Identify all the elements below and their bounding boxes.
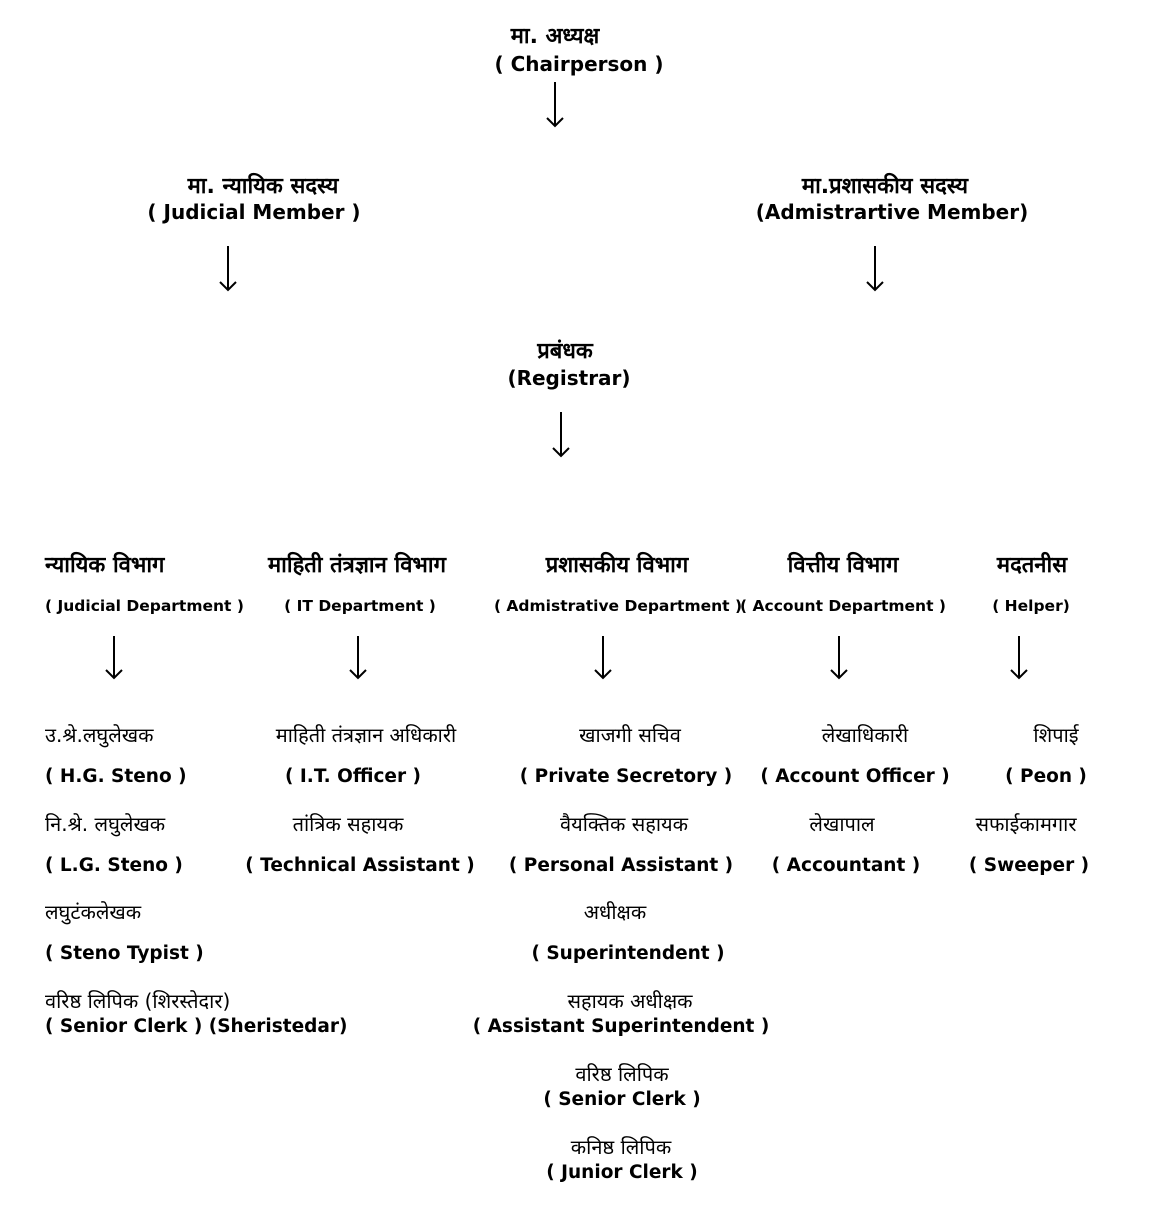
- arrow-down-icon: [219, 246, 237, 292]
- dept-helper-title-en: ( Helper): [992, 597, 1070, 615]
- role-hg-steno-en: ( H.G. Steno ): [45, 766, 187, 787]
- dept-it-title-mr: माहिती तंत्रज्ञान विभाग: [268, 553, 446, 578]
- role-superintendent-en: ( Superintendent ): [531, 943, 725, 964]
- role-account-officer-en: ( Account Officer ): [760, 766, 950, 787]
- role-sweeper-mr: सफाईकामगार: [975, 812, 1077, 836]
- dept-judicial-title-mr: न्यायिक विभाग: [45, 553, 165, 578]
- dept-admin-title-mr: प्रशासकीय विभाग: [545, 553, 689, 578]
- role-technical-assistant-en: ( Technical Assistant ): [245, 855, 475, 876]
- role-account-officer-mr: लेखाधिकारी: [821, 723, 909, 747]
- admin-member-title-mr: मा.प्रशासकीय सदस्य: [801, 174, 969, 199]
- admin-member-title-en: (Admistrartive Member): [755, 200, 1029, 224]
- role-personal-assistant-mr: वैयक्तिक सहायक: [559, 812, 689, 836]
- arrow-down-icon: [866, 246, 884, 292]
- role-it-officer-mr: माहिती तंत्रज्ञान अधिकारी: [275, 723, 457, 747]
- arrow-down-icon: [546, 82, 564, 128]
- role-junior-clerk-mr: कनिष्ठ लिपिक: [570, 1135, 672, 1159]
- role-lg-steno-mr: नि.श्रे. लघुलेखक: [45, 812, 166, 836]
- registrar-title-mr: प्रबंधक: [537, 339, 593, 364]
- arrow-down-icon: [552, 412, 570, 458]
- role-superintendent-mr: अधीक्षक: [583, 900, 647, 924]
- arrow-down-icon: [594, 636, 612, 680]
- role-accountant-en: ( Accountant ): [771, 855, 921, 876]
- dept-judicial-title-en: ( Judicial Department ): [45, 597, 244, 615]
- role-steno-typist-mr: लघुटंकलेखक: [45, 900, 142, 924]
- role-lg-steno-en: ( L.G. Steno ): [45, 855, 183, 876]
- role-senior-clerk-mr: वरिष्ठ लिपिक: [575, 1062, 669, 1086]
- role-peon-en: ( Peon ): [1005, 766, 1087, 787]
- role-technical-assistant-mr: तांत्रिक सहायक: [292, 812, 404, 836]
- judicial-member-title-en: ( Judicial Member ): [147, 200, 361, 224]
- role-accountant-mr: लेखापाल: [809, 812, 875, 836]
- dept-admin-title-en: ( Admistrative Department ): [493, 597, 743, 615]
- arrow-down-icon: [1010, 636, 1028, 680]
- role-senior-clerk-sheristedar-mr: वरिष्ठ लिपिक (शिरस्तेदार): [45, 989, 231, 1013]
- judicial-member-title-mr: मा. न्यायिक सदस्य: [187, 174, 339, 199]
- arrow-down-icon: [349, 636, 367, 680]
- chairperson-title-en: ( Chairperson ): [494, 52, 664, 76]
- role-peon-mr: शिपाई: [1033, 723, 1079, 747]
- role-senior-clerk-sheristedar-en: ( Senior Clerk ) (Sheristedar): [45, 1016, 348, 1037]
- role-it-officer-en: ( I.T. Officer ): [285, 766, 421, 787]
- chairperson-title-mr: मा. अध्यक्ष: [510, 24, 600, 49]
- role-assistant-superintendent-mr: सहायक अधीक्षक: [567, 989, 693, 1013]
- role-junior-clerk-en: ( Junior Clerk ): [546, 1162, 698, 1183]
- registrar-title-en: (Registrar): [507, 366, 631, 390]
- arrow-down-icon: [830, 636, 848, 680]
- role-private-secretary-en: ( Private Secretory ): [519, 766, 733, 787]
- role-senior-clerk-en: ( Senior Clerk ): [543, 1089, 701, 1110]
- role-steno-typist-en: ( Steno Typist ): [45, 943, 204, 964]
- role-personal-assistant-en: ( Personal Assistant ): [508, 855, 734, 876]
- arrow-down-icon: [105, 636, 123, 680]
- dept-it-title-en: ( IT Department ): [284, 597, 436, 615]
- role-assistant-superintendent-en: ( Assistant Superintendent ): [472, 1016, 770, 1037]
- dept-helper-title-mr: मदतनीस: [996, 553, 1068, 578]
- role-private-secretary-mr: खाजगी सचिव: [579, 723, 681, 747]
- dept-account-title-en: ( Account Department ): [740, 597, 946, 615]
- role-hg-steno-mr: उ.श्रे.लघुलेखक: [45, 723, 154, 747]
- role-sweeper-en: ( Sweeper ): [968, 855, 1090, 876]
- dept-account-title-mr: वित्तीय विभाग: [787, 553, 899, 578]
